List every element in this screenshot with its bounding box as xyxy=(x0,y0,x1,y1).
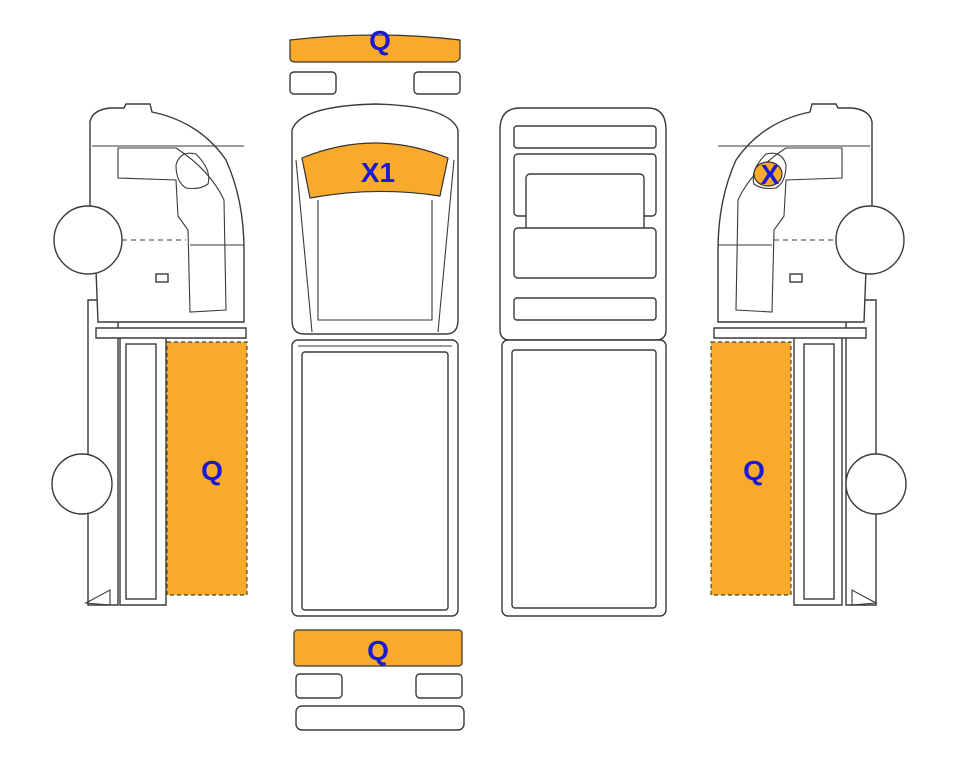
windshield-damage-zone xyxy=(301,142,449,199)
left-cab-floor xyxy=(95,327,247,339)
left-step xyxy=(155,273,169,283)
left-chassis-rail xyxy=(87,299,119,606)
right-mudflap xyxy=(851,589,878,606)
left-mudflap xyxy=(84,589,111,606)
right-cab-window-damage-zone xyxy=(753,161,783,187)
front-bumper-marker: Q xyxy=(369,25,391,56)
underside-transmission xyxy=(513,227,657,279)
right-step xyxy=(789,273,803,283)
front-left-headlight xyxy=(289,71,337,95)
windshield-marker: X1 xyxy=(361,157,395,188)
cab-roof-pillars xyxy=(295,159,455,333)
right-side-view: X Q xyxy=(710,103,907,606)
left-front-wheel xyxy=(53,205,123,275)
left-body-marker: Q xyxy=(201,455,223,486)
cab-roof xyxy=(291,103,459,335)
underside-crossmember-bottom xyxy=(513,297,657,321)
bottom-view xyxy=(499,107,667,617)
right-front-wheel xyxy=(835,205,905,275)
top-view: Q X1 Q xyxy=(289,25,465,731)
right-rear-wheel xyxy=(845,453,907,515)
front-right-headlight xyxy=(413,71,461,95)
cargo-roof-inner xyxy=(301,351,449,611)
right-body-damage-zone xyxy=(710,341,792,596)
cab-roof-panel xyxy=(317,200,433,321)
right-chassis-rail xyxy=(845,299,877,606)
rear-step xyxy=(295,705,465,731)
right-body-inner xyxy=(803,343,835,600)
rear-bumper-marker: Q xyxy=(367,635,389,666)
right-cab xyxy=(717,103,873,323)
rear-left-taillight xyxy=(295,673,343,699)
left-body-inner xyxy=(125,343,157,600)
left-cab xyxy=(89,103,245,323)
rear-right-taillight xyxy=(415,673,463,699)
underside-crossmember-top xyxy=(513,125,657,149)
cargo-underside-inner xyxy=(511,349,657,609)
front-bumper-damage-zone xyxy=(289,34,461,63)
left-side-view: Q xyxy=(51,103,248,606)
right-side-mirror xyxy=(752,152,787,190)
left-rear-wheel xyxy=(51,453,113,515)
left-side-mirror xyxy=(175,152,210,190)
rear-bumper-damage-zone xyxy=(293,629,463,667)
right-cab-window-marker: X xyxy=(761,159,780,190)
right-body-marker: Q xyxy=(743,455,765,486)
right-cab-floor xyxy=(713,327,867,339)
left-body-damage-zone xyxy=(166,341,248,596)
